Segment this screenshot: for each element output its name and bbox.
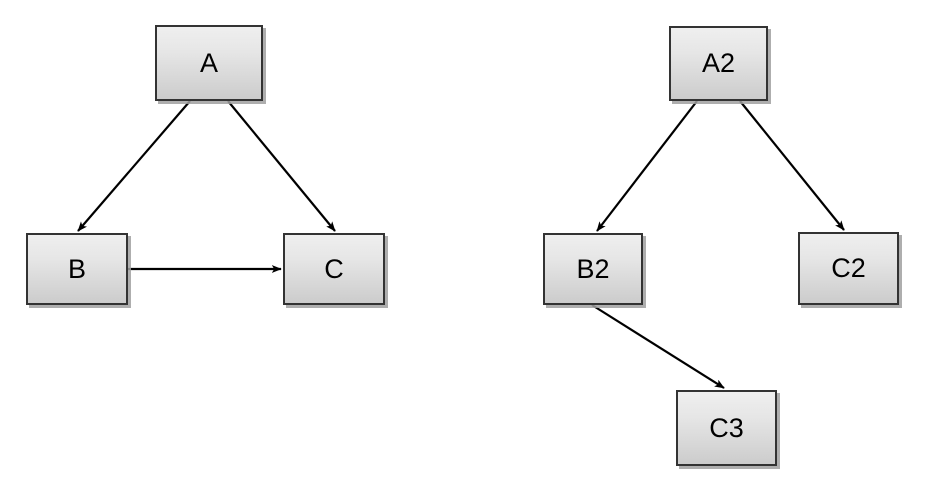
node-label-a2: A2 bbox=[701, 48, 736, 78]
node-b[interactable]: B bbox=[26, 233, 128, 305]
node-c3[interactable]: C3 bbox=[676, 390, 777, 466]
node-label-c3: C3 bbox=[709, 412, 744, 443]
edges bbox=[77, 100, 845, 389]
node-label-a: A bbox=[199, 47, 218, 78]
node-label-c2: C2 bbox=[831, 253, 866, 283]
edge-a-to-c bbox=[227, 100, 336, 232]
edge-b2-to-c3 bbox=[591, 304, 725, 389]
node-a[interactable]: A bbox=[155, 25, 263, 101]
node-c[interactable]: C bbox=[283, 233, 385, 305]
node-label-c: C bbox=[324, 253, 344, 284]
node-label-b: B bbox=[67, 253, 86, 284]
edge-a2-to-c2 bbox=[739, 100, 845, 231]
node-b2[interactable]: B2 bbox=[543, 233, 643, 305]
node-a2[interactable]: A2 bbox=[669, 26, 768, 101]
edge-a2-to-b2 bbox=[596, 100, 698, 232]
edge-a-to-b bbox=[77, 100, 191, 232]
node-label-b2: B2 bbox=[576, 253, 610, 284]
node-c2[interactable]: C2 bbox=[798, 232, 899, 305]
